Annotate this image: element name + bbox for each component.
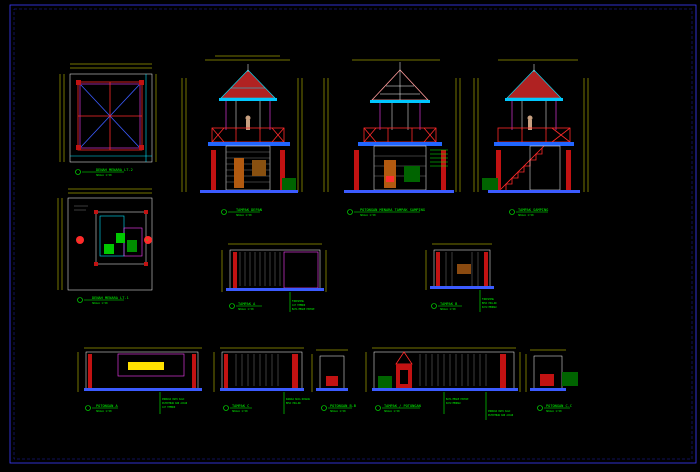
elevation-section: POTONGAN MENARA TAMPAK SAMPING SKALA 1:5… xyxy=(323,59,461,217)
detail-d: RANGKA BAJA RINGAN BESI HOLLOW TAMPAK C … xyxy=(213,347,310,414)
detail-a-title: TAMPAK A xyxy=(238,302,256,306)
detail-d-title: TAMPAK C xyxy=(232,404,249,408)
elevation-section-title: POTONGAN MENARA TAMPAK SAMPING xyxy=(360,208,425,212)
detail-b-title: TAMPAK B xyxy=(440,302,457,306)
detail-b-note-3: KAYU MERBAU xyxy=(482,306,497,309)
detail-a-scale: SKALA 1:50 xyxy=(238,307,254,311)
detail-f-scale: SKALA 1:50 xyxy=(384,409,400,413)
detail-g-scale: SKALA 1:50 xyxy=(546,409,562,413)
detail-b-note-2: BESI HOLLOW xyxy=(482,302,497,305)
detail-c-note-3: CAT TEMBOK xyxy=(162,406,176,409)
plan-lower-title: DENAH MENARA LT.1 xyxy=(92,296,129,300)
detail-f-note-4: PLESTERAN DAN ACIAN xyxy=(488,414,514,417)
detail-f: BATA MERAH EXPOSE KAYU MERBAU PONDASI BA… xyxy=(365,347,521,420)
detail-a-note-1: FINISHING xyxy=(292,300,305,303)
svg-text:A: A xyxy=(79,239,81,242)
detail-e: POTONGAN B-B SKALA 1:50 xyxy=(311,349,356,413)
sheet-border xyxy=(9,4,697,464)
plan-upper-title: DENAH MENARA LT.2 xyxy=(96,168,133,172)
detail-f-note-1: BATA MERAH EXPOSE xyxy=(446,398,469,401)
detail-b-scale: SKALA 1:50 xyxy=(440,307,456,311)
plan-lower: A B DENAH MENARA LT.1 SKALA 1:50 xyxy=(57,188,153,305)
detail-c-scale: SKALA 1:50 xyxy=(96,409,112,413)
detail-d-note-1: RANGKA BAJA RINGAN xyxy=(286,398,310,401)
detail-f-note-2: KAYU MERBAU xyxy=(446,402,461,405)
elevation-side-title: TAMPAK SAMPING xyxy=(518,208,548,212)
detail-b-note-1: FINISHING xyxy=(482,298,495,301)
detail-d-scale: SKALA 1:50 xyxy=(232,409,248,413)
elevation-front-title: TAMPAK DEPAN xyxy=(236,208,262,212)
plan-upper-scale: SKALA 1:50 xyxy=(96,173,112,177)
detail-f-title: TAMPAK / POTONGAN xyxy=(384,404,421,408)
sheet-inner-border xyxy=(13,8,693,460)
elevation-side-scale: SKALA 1:50 xyxy=(518,213,534,217)
detail-f-note-3: PONDASI BATU KALI xyxy=(488,410,511,413)
detail-a-note-2: CAT TEMBOK xyxy=(292,304,306,307)
elevation-front-scale: SKALA 1:50 xyxy=(236,213,252,217)
detail-g: POTONGAN C-C SKALA 1:50 xyxy=(525,349,578,413)
elevation-front: TAMPAK DEPAN SKALA 1:50 xyxy=(181,55,303,217)
detail-c-note-1: PONDASI BATU KALI xyxy=(162,398,185,401)
detail-c-title: POTONGAN A xyxy=(96,404,118,408)
plan-lower-scale: SKALA 1:50 xyxy=(92,301,108,305)
elevation-side: TAMPAK SAMPING SKALA 1:50 xyxy=(473,59,589,217)
detail-c: PONDASI BATU KALI PLESTERAN DAN ACIAN CA… xyxy=(77,347,202,414)
detail-e-title: POTONGAN B-B xyxy=(330,404,356,408)
detail-a: FINISHING CAT TEMBOK BATA MERAH EXPOSE T… xyxy=(221,243,327,312)
elevation-section-scale: SKALA 1:50 xyxy=(360,213,376,217)
detail-b: FINISHING BESI HOLLOW KAYU MERBAU TAMPAK… xyxy=(425,243,497,312)
detail-g-title: POTONGAN C-C xyxy=(546,404,572,408)
detail-a-note-3: BATA MERAH EXPOSE xyxy=(292,308,315,311)
detail-d-note-2: BESI HOLLOW xyxy=(286,402,301,405)
detail-e-scale: SKALA 1:50 xyxy=(330,409,346,413)
detail-c-note-2: PLESTERAN DAN ACIAN xyxy=(162,402,188,405)
plan-upper: DENAH MENARA LT.2 SKALA 1:50 xyxy=(59,63,157,177)
svg-text:B: B xyxy=(147,239,149,242)
